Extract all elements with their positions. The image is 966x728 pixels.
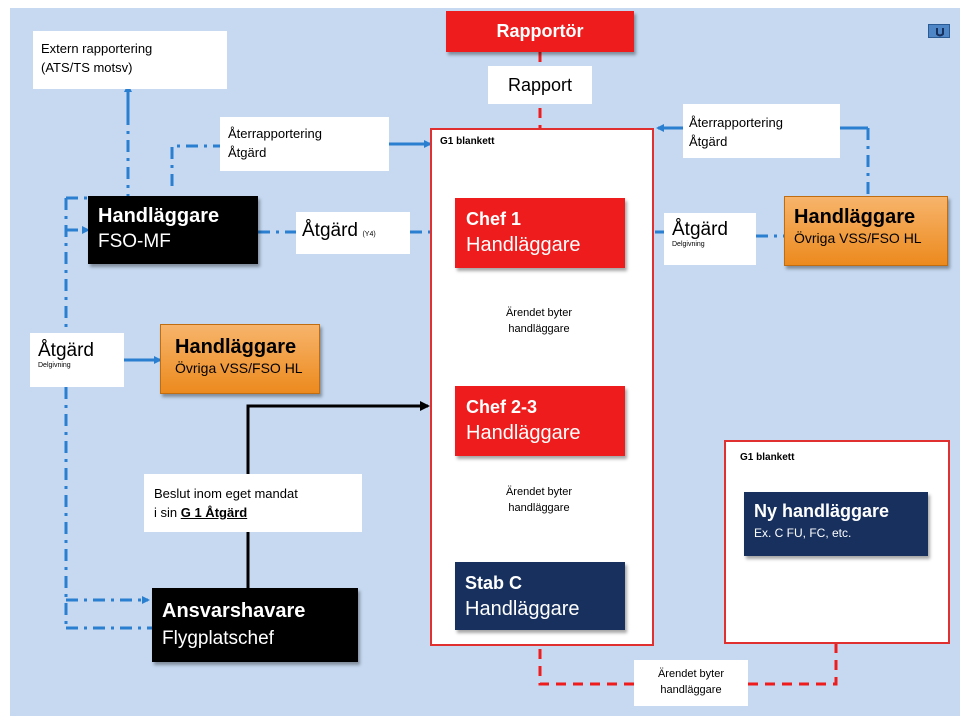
handlaggare-fso-mf-box: Handläggare FSO-MF (88, 196, 258, 264)
stab-title: Stab C (465, 573, 523, 593)
atgard-right-small: Delgivning (672, 241, 705, 248)
g1-blankett-label: G1 blankett (440, 136, 495, 147)
atgard-delgivning-right-box: Åtgärd Delgivning (664, 213, 756, 265)
atgard-delgivning-left-box: Åtgärd Delgivning (30, 333, 124, 387)
fso-mf-title: Handläggare (98, 205, 220, 227)
handlaggare-ovriga-left-box: Handläggare Övriga VSS/FSO HL (160, 324, 320, 394)
ansvarshavare-box: Ansvarshavare Flygplatschef (152, 588, 358, 662)
chef1-sub: Handläggare (466, 234, 581, 256)
rapport-label: Rapport (488, 66, 592, 104)
byter2-line1: Ärendet byter (505, 486, 573, 498)
chef2-3-box: Chef 2-3 Handläggare (455, 386, 625, 456)
blue-solid-lines (124, 86, 868, 364)
ny-handlaggare-box: Ny handläggare Ex. C FU, FC, etc. (744, 492, 928, 556)
handl-right-sub: Övriga VSS/FSO HL (794, 230, 922, 246)
stab-sub: Handläggare (465, 598, 580, 620)
chef23-sub: Handläggare (466, 422, 581, 444)
handl-left-title: Handläggare (175, 336, 297, 358)
ansvar-sub: Flygplatschef (162, 628, 274, 649)
atgard-y4-small: (Y4) (362, 231, 376, 238)
arendet-byter-3-box: Ärendet byter handläggare (634, 660, 748, 706)
beslut-line1: Beslut inom eget mandat (154, 486, 298, 501)
chef23-title: Chef 2-3 (466, 397, 538, 417)
byter1-line1: Ärendet byter (505, 307, 573, 319)
chef1-title: Chef 1 (466, 209, 522, 229)
aterrapportering-right-box: Återrapportering Åtgärd (683, 104, 840, 158)
atgard-right-main: Åtgärd (672, 219, 728, 240)
extern-line2: (ATS/TS motsv) (41, 60, 133, 75)
rapportor-box: Rapportör (446, 11, 634, 52)
atgard-left-small: Delgivning (38, 362, 71, 369)
chef1-box: Chef 1 Handläggare (455, 198, 625, 268)
byter3-line1: Ärendet byter (657, 668, 725, 680)
byter3-line2: handläggare (660, 684, 722, 696)
beslut-line2: i sin G 1 Åtgärd (154, 503, 362, 522)
atgard-y4-box: Åtgärd (Y4) (296, 212, 410, 254)
fso-mf-sub: FSO-MF (98, 231, 171, 252)
atgard-left-main: Åtgärd (38, 340, 94, 361)
extern-rapportering-box: Extern rapportering (ATS/TS motsv) (33, 31, 227, 89)
ater-left-line1: Återrapportering (228, 126, 322, 141)
ater-right-line2: Åtgärd (689, 134, 728, 149)
ater-right-line1: Återrapportering (689, 115, 783, 130)
handl-left-sub: Övriga VSS/FSO HL (175, 360, 303, 376)
beslut-line2-pre: i sin (154, 505, 181, 520)
arendet-byter-1-box: Ärendet byter handläggare (470, 300, 608, 344)
g1-small-label: G1 blankett (740, 452, 795, 463)
beslut-g1-atgard: G 1 Åtgärd (180, 505, 248, 520)
byter1-line2: handläggare (508, 323, 570, 335)
stab-c-box: Stab C Handläggare (455, 562, 625, 630)
ny-title: Ny handläggare (754, 501, 890, 521)
byter2-line2: handläggare (508, 502, 570, 514)
beslut-box: Beslut inom eget mandat i sin G 1 Åtgärd (144, 474, 362, 532)
handl-right-title: Handläggare (794, 206, 916, 228)
corner-logo-icon (928, 24, 950, 38)
ansvar-title: Ansvarshavare (162, 600, 306, 622)
ater-left-line2: Åtgärd (228, 145, 267, 160)
handlaggare-ovriga-right-box: Handläggare Övriga VSS/FSO HL (784, 196, 948, 266)
atgard-y4-main: Åtgärd (302, 220, 358, 241)
arendet-byter-2-box: Ärendet byter handläggare (470, 478, 608, 524)
aterrapportering-left-box: Återrapportering Åtgärd (220, 117, 389, 171)
ny-sub: Ex. C FU, FC, etc. (754, 526, 852, 540)
extern-line1: Extern rapportering (41, 41, 153, 56)
